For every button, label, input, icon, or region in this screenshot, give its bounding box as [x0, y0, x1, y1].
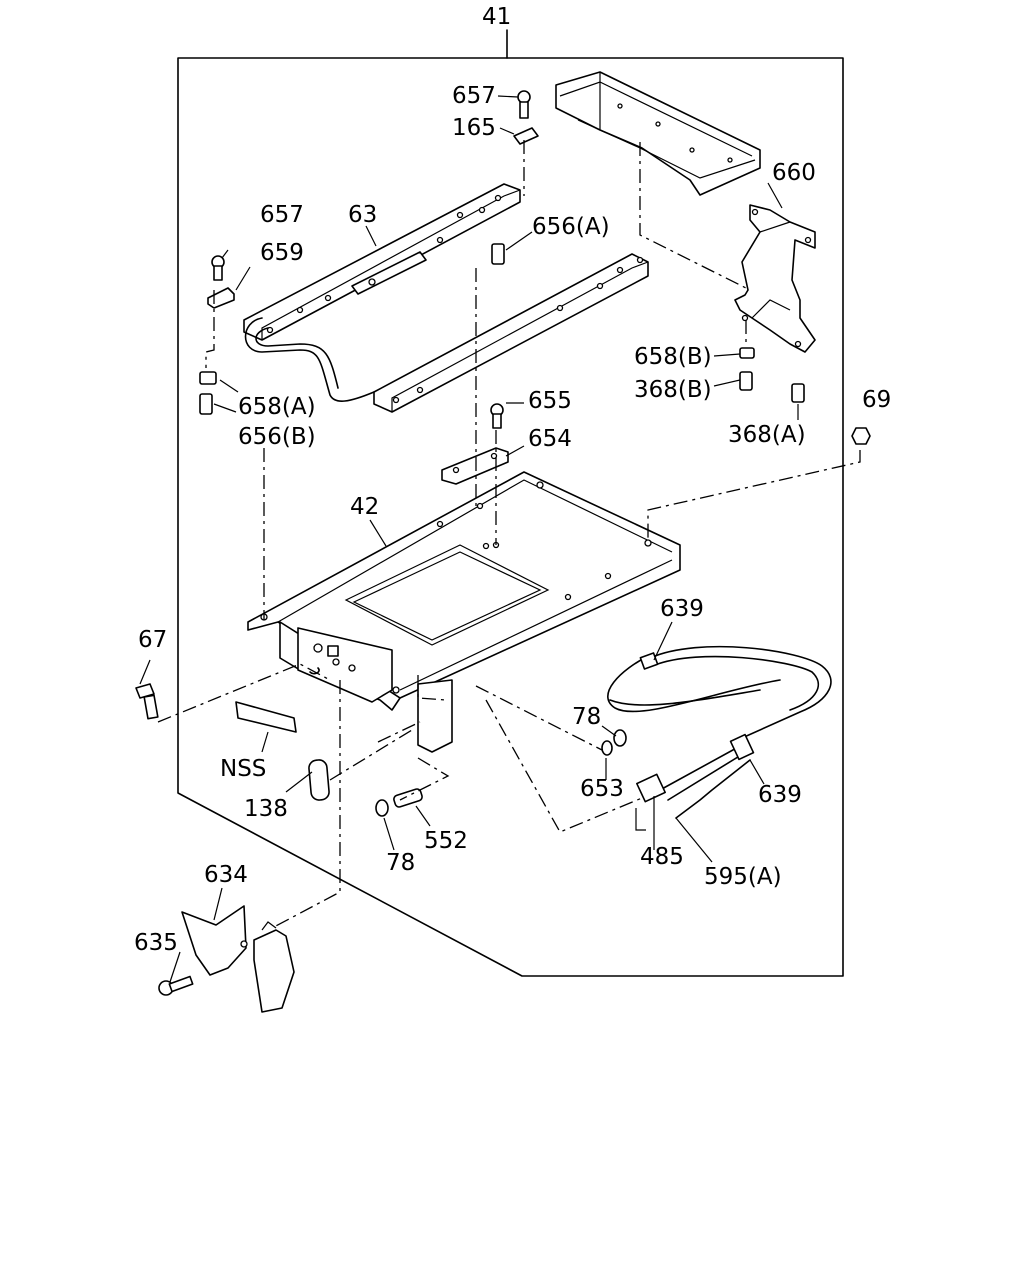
callout-655: 655 — [528, 388, 572, 414]
floor-frame — [555, 71, 761, 291]
callout-78-left: 78 — [386, 850, 415, 876]
callout-67: 67 — [138, 627, 167, 653]
callout-639-bottom: 639 — [758, 782, 802, 808]
callout-69: 69 — [862, 387, 891, 413]
callout-639-top: 639 — [660, 596, 704, 622]
leader-lines — [139, 95, 861, 983]
callout-63: 63 — [348, 202, 377, 228]
callout-654: 654 — [528, 426, 572, 452]
callout-653: 653 — [580, 776, 624, 802]
cover-634 — [158, 905, 295, 1013]
callout-138: 138 — [244, 796, 288, 822]
callout-635: 635 — [134, 930, 178, 956]
callout-657-left: 657 — [260, 202, 304, 228]
callout-368a: 368(A) — [728, 422, 806, 448]
callout-660: 660 — [772, 160, 816, 186]
seat-base-42 — [247, 471, 681, 753]
callout-42: 42 — [350, 494, 379, 520]
callout-656b: 656(B) — [238, 424, 316, 450]
callout-368b: 368(B) — [634, 377, 712, 403]
callout-634: 634 — [204, 862, 248, 888]
callout-552: 552 — [424, 828, 468, 854]
wire-harness — [607, 645, 832, 819]
callout-41: 41 — [482, 4, 511, 30]
callout-78-right: 78 — [572, 704, 601, 730]
seat-rails-63 — [243, 183, 649, 413]
callout-658b: 658(B) — [634, 344, 712, 370]
bracket-660 — [734, 204, 816, 353]
hardware — [135, 90, 871, 817]
callout-659: 659 — [260, 240, 304, 266]
callout-595a: 595(A) — [704, 864, 782, 890]
callout-656a: 656(A) — [532, 214, 610, 240]
callout-657-top: 657 — [452, 83, 496, 109]
assembly-frame — [177, 29, 844, 977]
callout-nss: NSS — [220, 756, 266, 782]
callout-165: 165 — [452, 115, 496, 141]
callout-658a: 658(A) — [238, 394, 316, 420]
callout-485: 485 — [640, 844, 684, 870]
callout-labels: 41 657 165 660 657 63 656(A) 659 658(B) … — [134, 4, 891, 956]
